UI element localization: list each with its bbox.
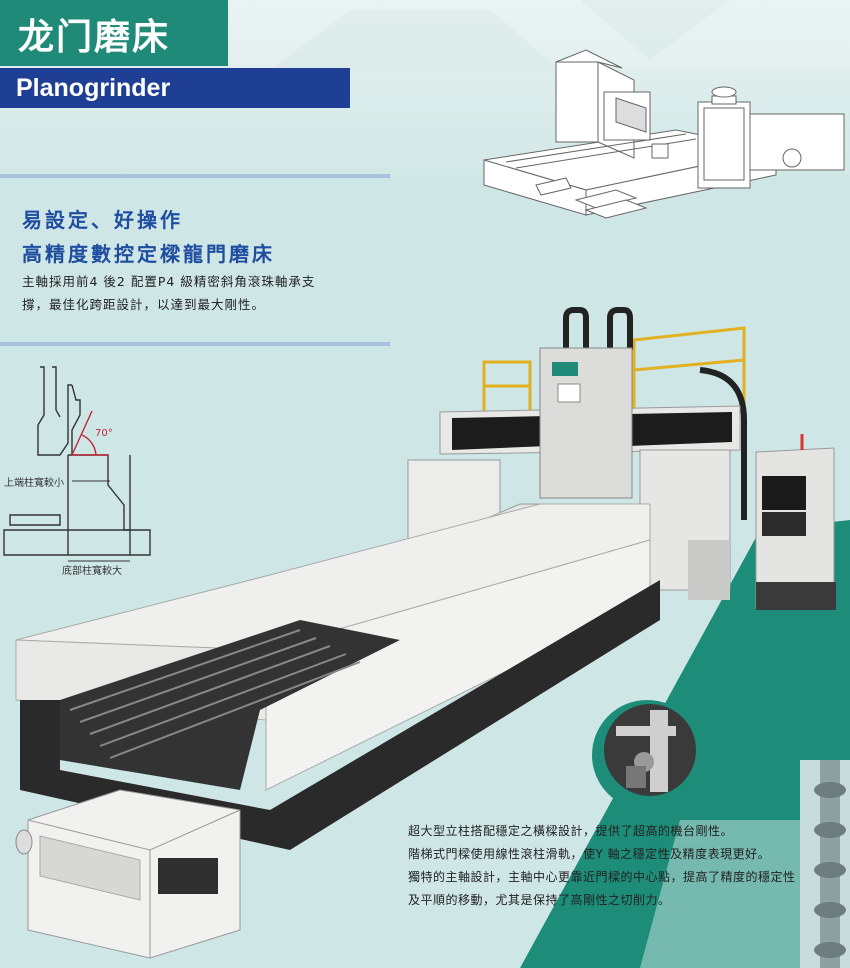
page-title-cn: 龙门磨床 — [18, 17, 171, 58]
spindle-description-line: 撐，最佳化跨距設計，以達到最大剛性。 — [22, 297, 266, 312]
feature-heading-1: 易設定、好操作 — [22, 208, 183, 232]
planogrinder-machine-photo — [15, 307, 836, 959]
spindle-description: 主軸採用前4 後2 配置P4 級精密斜角滾珠軸承支 撐，最佳化跨距設計，以達到最… — [22, 270, 362, 316]
bottom-column-label: 底部柱寬較大 — [62, 566, 122, 577]
structure-description-line: 獨特的主軸設計，主軸中心更靠近門樑的中心點，提高了精度的穩定性 — [408, 870, 796, 884]
top-column-label: 上端柱寬較小 — [4, 478, 64, 489]
cutter-photo — [800, 760, 850, 968]
structure-description: 超大型立柱搭配穩定之橫樑設計，提供了超高的機台剛性。 階梯式門樑使用線性滾柱滑軌… — [408, 820, 838, 912]
angle-label: 70° — [95, 428, 113, 439]
structure-description-line: 階梯式門樑使用線性滾柱滑軌，使Y 軸之穩定性及精度表現更好。 — [408, 847, 771, 861]
feature-heading-2: 高精度數控定樑龍門磨床 — [22, 242, 275, 266]
title-en-banner: Planogrinder — [0, 68, 350, 108]
title-cn-banner: 龙门磨床 — [0, 0, 228, 66]
spindle-description-line: 主軸採用前4 後2 配置P4 級精密斜角滾珠軸承支 — [22, 274, 316, 289]
column-width-diagram — [3, 366, 151, 562]
divider-middle — [0, 342, 390, 346]
structure-description-line: 超大型立柱搭配穩定之橫樑設計，提供了超高的機台剛性。 — [408, 824, 734, 838]
background-photo-overlay — [230, 0, 850, 70]
spindle-closeup-image — [592, 700, 702, 810]
structure-description-line: 及平順的移動，尤其是保持了高剛性之切削力。 — [408, 893, 671, 907]
machine-line-drawing — [483, 49, 845, 219]
page-title-en: Planogrinder — [16, 74, 171, 102]
divider-top — [0, 174, 390, 178]
